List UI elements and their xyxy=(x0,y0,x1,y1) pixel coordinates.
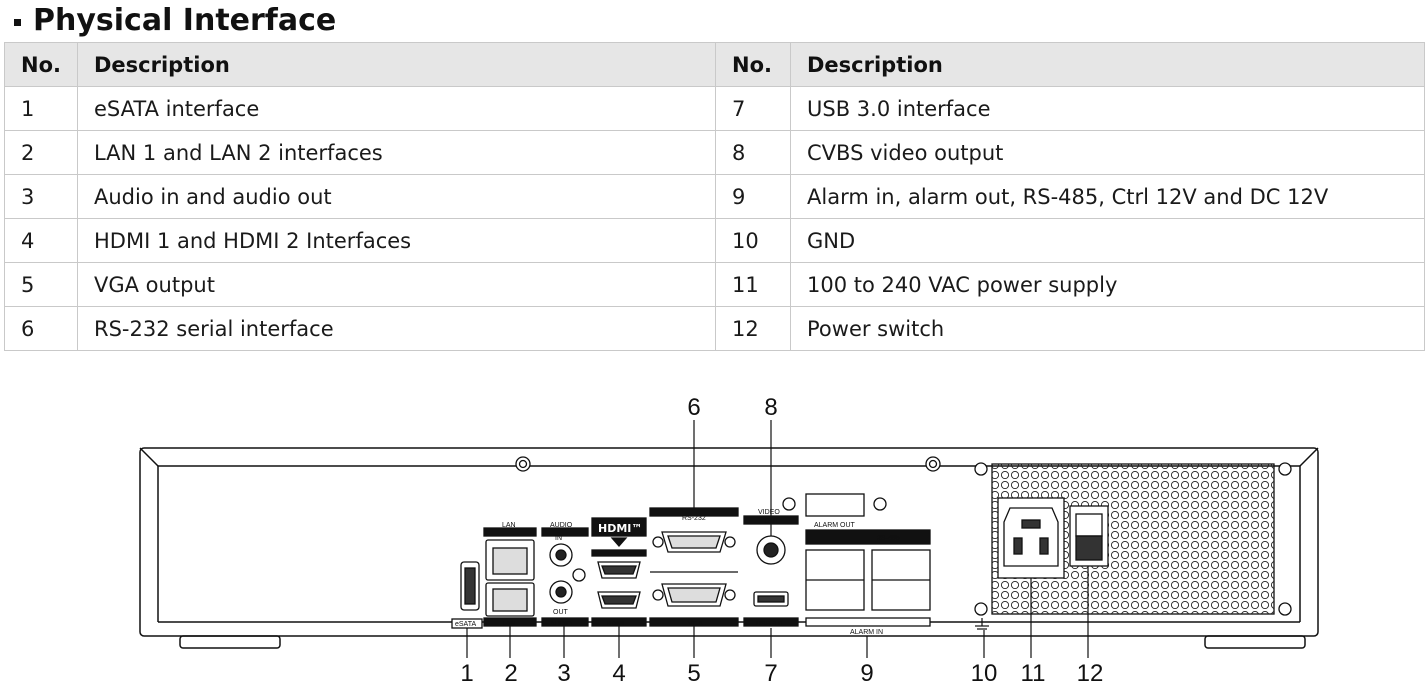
hdmi-logo-label: HDMI™ xyxy=(598,522,642,535)
alarm-out-label: ALARM OUT xyxy=(814,522,856,529)
screw-icon xyxy=(515,456,941,472)
audio-out-label: OUT xyxy=(553,609,569,616)
cell-no: 10 xyxy=(715,218,791,263)
callout-7: 7 xyxy=(764,660,777,685)
audio-bottom-label: AUDIO xyxy=(550,621,573,628)
lan-top-label: LAN xyxy=(502,522,516,529)
interface-table: No. Description No. Description 1 eSATA … xyxy=(4,42,1425,351)
hdmi-ports xyxy=(591,517,647,627)
cell-description: Power switch xyxy=(790,306,1425,351)
cell-description: Audio in and audio out xyxy=(77,174,716,219)
table-row: 6 RS-232 serial interface 12 Power switc… xyxy=(4,306,1425,351)
cell-no: 12 xyxy=(715,306,791,351)
header-no-right: No. xyxy=(715,42,791,87)
table-row: 4 HDMI 1 and HDMI 2 Interfaces 10 GND xyxy=(4,218,1425,263)
callout-4: 4 xyxy=(612,660,625,685)
rs485-label: RS-485 xyxy=(876,535,900,542)
power-section xyxy=(974,462,1292,616)
hdmi-bottom-label: HDMI xyxy=(606,621,624,628)
cell-description: CVBS video output xyxy=(790,130,1425,175)
section-title: Physical Interface xyxy=(14,0,336,40)
table-row: 2 LAN 1 and LAN 2 interfaces 8 CVBS vide… xyxy=(4,130,1425,175)
callout-6: 6 xyxy=(687,394,700,421)
cell-no: 7 xyxy=(715,86,791,131)
callout-11: 11 xyxy=(1021,660,1046,685)
audio-top-label: AUDIO xyxy=(550,522,573,529)
cell-description: GND xyxy=(790,218,1425,263)
cell-no: 5 xyxy=(4,262,78,307)
cell-no: 4 xyxy=(4,218,78,263)
callout-1: 1 xyxy=(460,660,473,685)
cell-no: 2 xyxy=(4,130,78,175)
audio-in-label: IN xyxy=(555,535,562,542)
callout-5: 5 xyxy=(687,660,700,685)
esata-label: eSATA xyxy=(455,621,476,628)
cell-description: eSATA interface xyxy=(77,86,716,131)
vga-label: VGA xyxy=(688,621,703,628)
cell-description: Alarm in, alarm out, RS-485, Ctrl 12V an… xyxy=(790,174,1425,219)
callout-12: 12 xyxy=(1077,660,1104,685)
cell-description: HDMI 1 and HDMI 2 Interfaces xyxy=(77,218,716,263)
section-title-text: Physical Interface xyxy=(33,2,337,38)
table-header-row: No. Description No. Description xyxy=(4,42,1425,87)
cell-no: 8 xyxy=(715,130,791,175)
cell-no: 6 xyxy=(4,306,78,351)
leader-lines xyxy=(466,420,1089,658)
header-description-left: Description xyxy=(77,42,716,87)
table-row: 1 eSATA interface 7 USB 3.0 interface xyxy=(4,86,1425,131)
callout-8: 8 xyxy=(764,394,777,421)
rs232-label: RS-232 xyxy=(682,515,706,522)
table-row: 5 VGA output 11 100 to 240 VAC power sup… xyxy=(4,262,1425,307)
table-row: 3 Audio in and audio out 9 Alarm in, ala… xyxy=(4,174,1425,219)
audio-ports xyxy=(541,527,589,627)
callout-2: 2 xyxy=(504,660,517,685)
cell-description: LAN 1 and LAN 2 interfaces xyxy=(77,130,716,175)
video-label: VIDEO xyxy=(758,509,780,516)
callout-3: 3 xyxy=(557,660,570,685)
rs232-vga-ports xyxy=(649,507,739,627)
header-no-left: No. xyxy=(4,42,78,87)
cell-no: 3 xyxy=(4,174,78,219)
header-description-right: Description xyxy=(790,42,1425,87)
lan-ports xyxy=(483,527,537,627)
esata-port xyxy=(451,561,483,629)
cell-description: RS-232 serial interface xyxy=(77,306,716,351)
cell-no: 1 xyxy=(4,86,78,131)
ground-icon xyxy=(975,618,989,630)
cell-no: 9 xyxy=(715,174,791,219)
usb-label: USB 3.0 xyxy=(756,621,782,628)
callout-9: 9 xyxy=(860,660,873,685)
cell-description: VGA output xyxy=(77,262,716,307)
cell-description: USB 3.0 interface xyxy=(790,86,1425,131)
cell-no: 11 xyxy=(715,262,791,307)
callout-10: 10 xyxy=(971,660,998,685)
lan-bottom-label: LAN xyxy=(502,621,516,628)
cell-description: 100 to 240 VAC power supply xyxy=(790,262,1425,307)
rear-panel-diagram: eSATA LAN LAN AUDIO IN OUT AUDIO HDMI™ H… xyxy=(139,394,1319,685)
alarm-terminals xyxy=(782,493,931,627)
alarm-in-label: ALARM IN xyxy=(850,629,883,636)
video-out-label: OUT xyxy=(764,518,780,525)
bullet-icon xyxy=(14,18,21,26)
